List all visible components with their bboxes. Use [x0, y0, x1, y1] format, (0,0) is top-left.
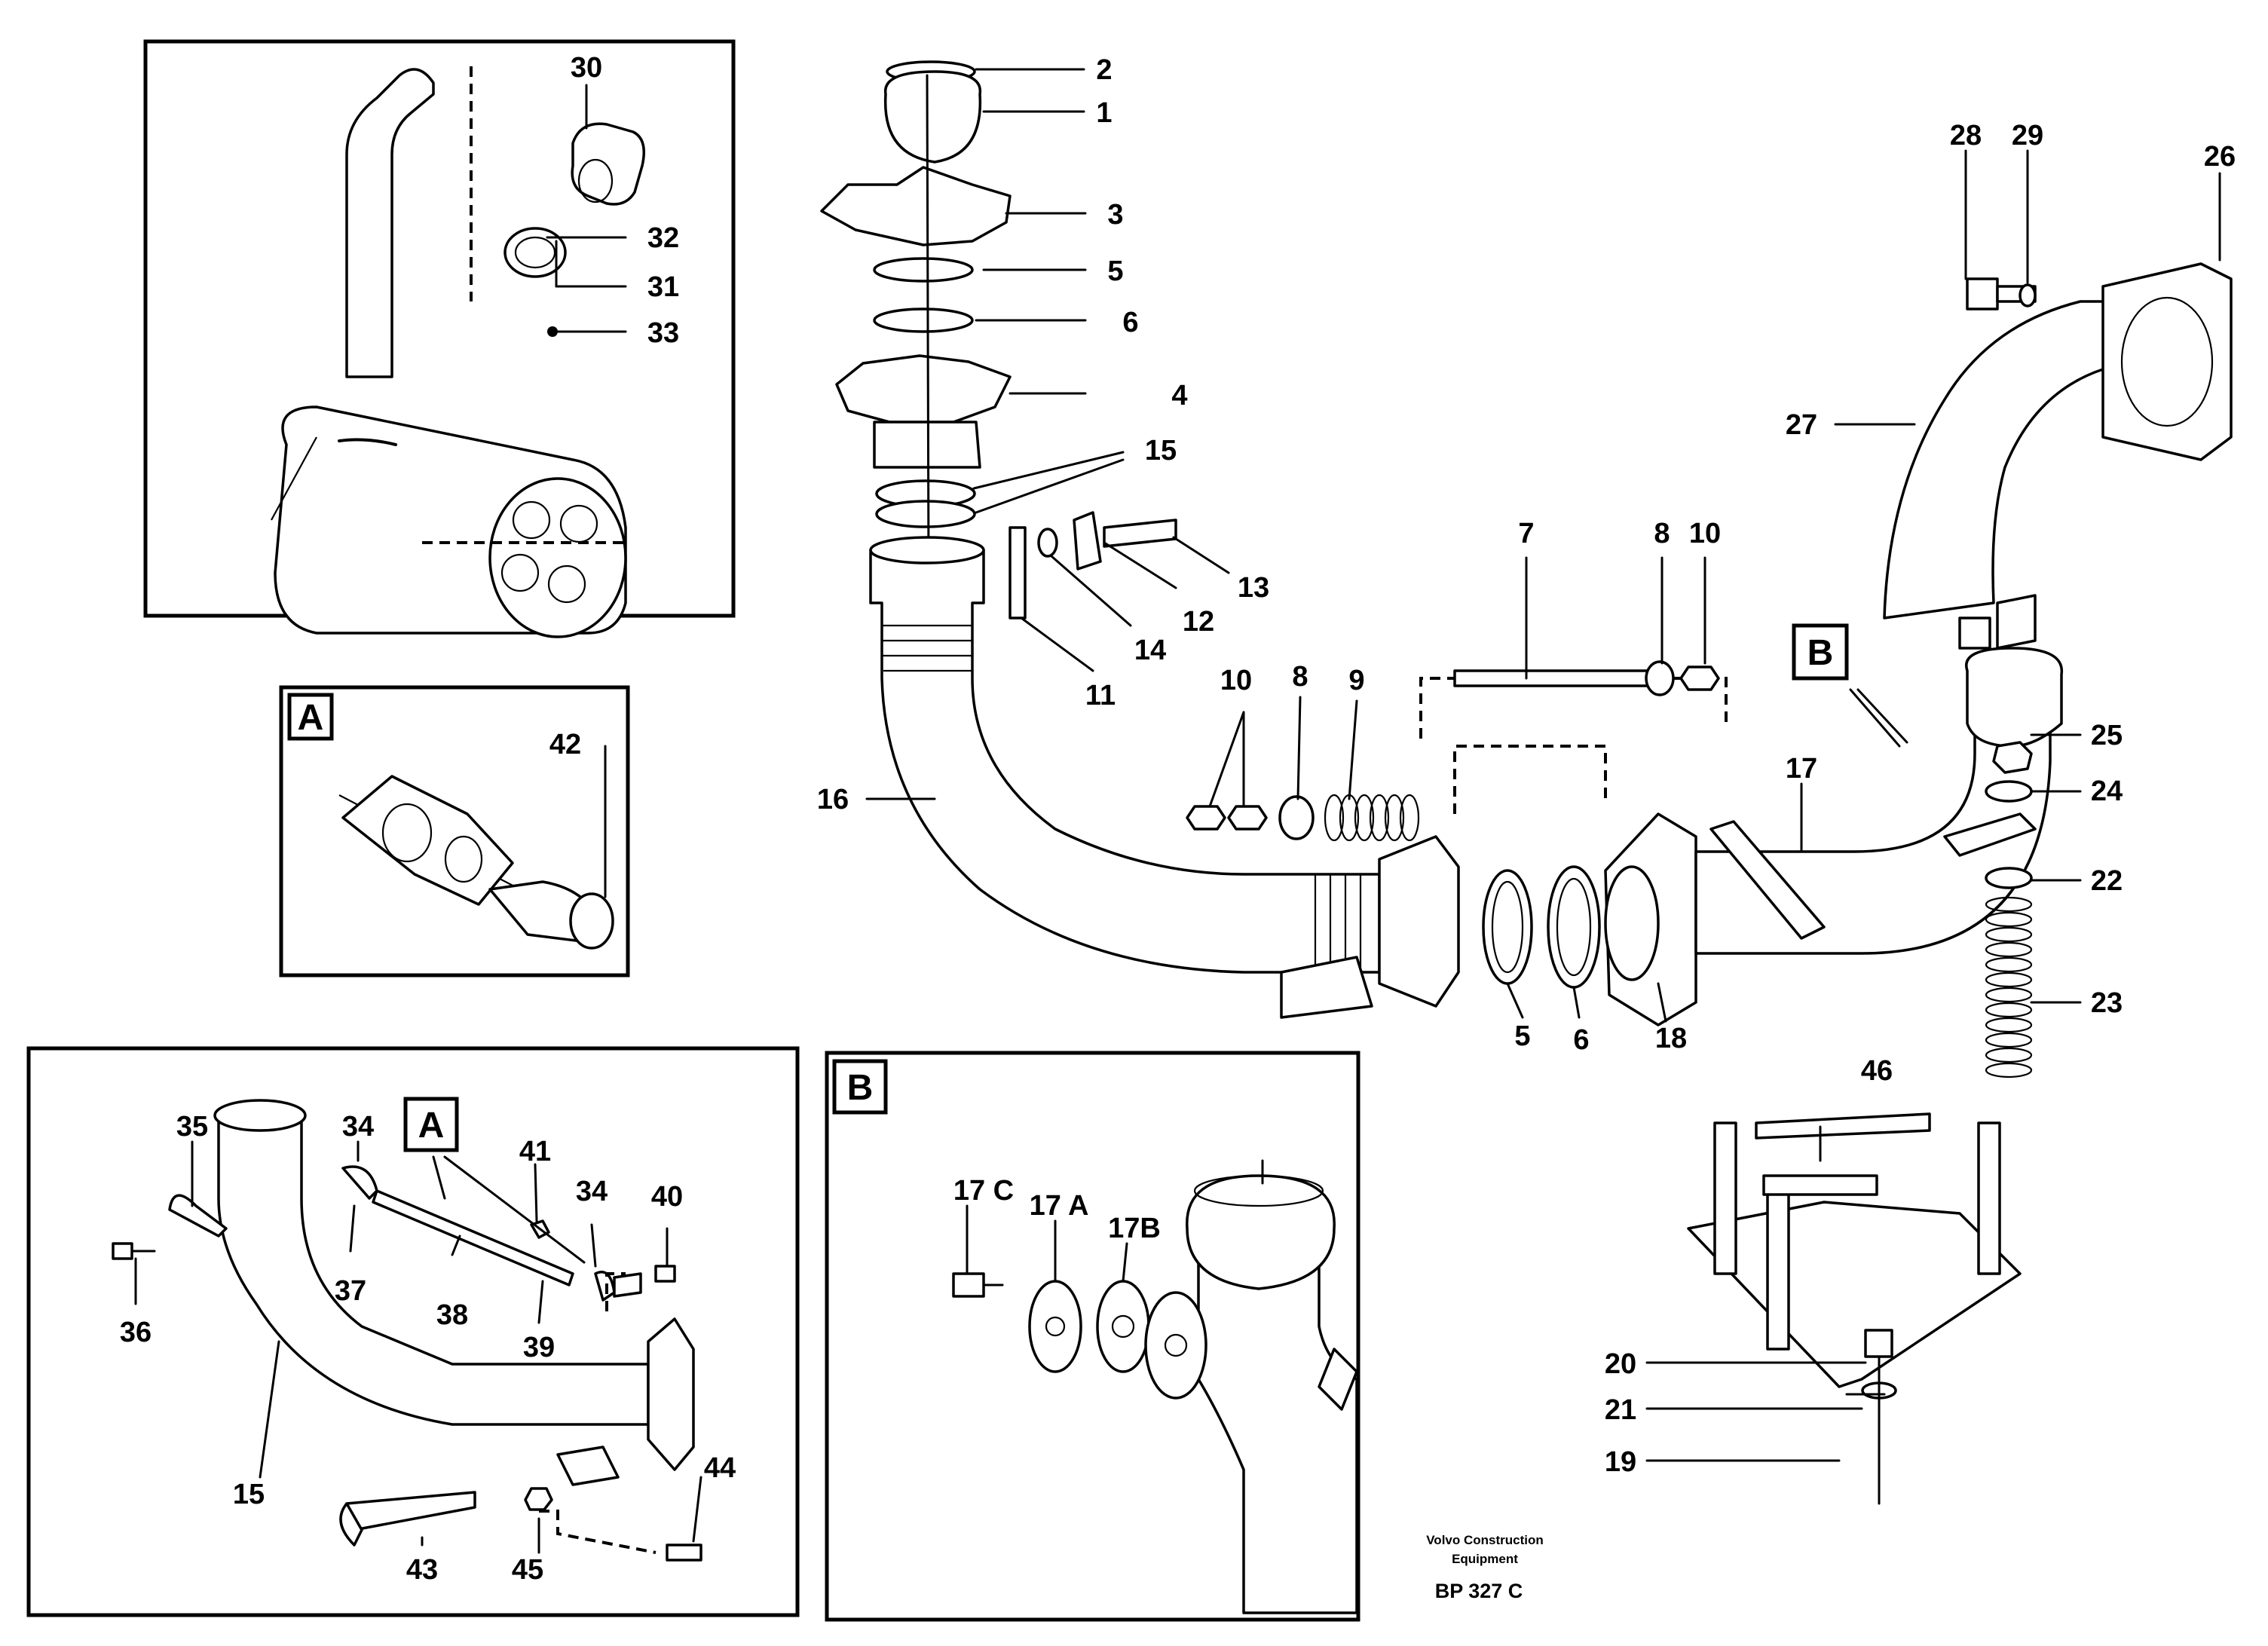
- leader-lines: [134, 68, 2221, 1554]
- part-label: 45: [512, 1554, 543, 1586]
- drawing-footer: Volvo Construction Equipment BP 327 C: [1426, 1533, 1544, 1602]
- part-label: 38: [436, 1299, 468, 1331]
- part-label: 27: [1786, 409, 1817, 441]
- part-label: 8: [1292, 661, 1308, 693]
- part-label: 1: [1096, 97, 1112, 129]
- part-label: 14: [1134, 635, 1166, 666]
- part-label: 41: [519, 1136, 551, 1167]
- part-label: 34: [576, 1176, 608, 1207]
- detail-a-frame: [279, 685, 630, 978]
- part-label: 33: [647, 317, 679, 349]
- part-label: 15: [1145, 435, 1177, 467]
- part-label: 6: [1122, 307, 1138, 338]
- part-label: 34: [342, 1111, 374, 1143]
- lower-left-detail-drawing: [112, 1099, 702, 1562]
- part-label: 13: [1238, 572, 1269, 604]
- part-label: 17 C: [953, 1175, 1014, 1207]
- part-label: 8: [1654, 518, 1670, 549]
- part-label: 17 A: [1030, 1190, 1089, 1222]
- part-label: 24: [2091, 776, 2123, 807]
- part-label: 17: [1786, 753, 1817, 785]
- part-label: 16: [817, 784, 849, 815]
- part-label: 17B: [1108, 1213, 1161, 1244]
- part-labels: 2 1 3 5 6 4 15 13 12 14 11 16 10 8 9 7 8…: [120, 52, 2236, 1586]
- part-label: 10: [1220, 665, 1252, 696]
- part-label: 11: [1085, 680, 1116, 711]
- part-label: 32: [647, 222, 679, 254]
- part-label: 43: [406, 1554, 438, 1586]
- part-label: 30: [571, 52, 602, 84]
- detail-b-frame: [825, 1051, 1360, 1622]
- part-label: 10: [1689, 518, 1721, 549]
- part-label: 4: [1171, 380, 1187, 412]
- part-label: 12: [1183, 606, 1214, 638]
- part-label: 44: [704, 1452, 736, 1484]
- part-label: 20: [1605, 1348, 1636, 1380]
- detail-b-callout: B: [1807, 633, 1834, 673]
- part-label: 7: [1518, 518, 1534, 549]
- part-label: 36: [120, 1317, 152, 1348]
- part-label: 31: [647, 271, 679, 303]
- part-label: 39: [523, 1332, 555, 1363]
- part-label: 5: [1514, 1020, 1530, 1052]
- part-label: 29: [2012, 120, 2043, 151]
- part-label: 18: [1655, 1023, 1687, 1054]
- part-label: 5: [1107, 255, 1123, 287]
- part-label: 22: [2091, 865, 2123, 897]
- part-label: 26: [2204, 141, 2236, 173]
- part-label: 19: [1605, 1446, 1636, 1478]
- detail-b-title: B: [847, 1068, 874, 1108]
- part-label: 15: [233, 1479, 265, 1510]
- part-label: 21: [1605, 1394, 1636, 1426]
- company-name-line1: Volvo Construction: [1426, 1533, 1544, 1547]
- company-name-line2: Equipment: [1452, 1552, 1518, 1566]
- part-label: 35: [176, 1111, 208, 1143]
- detail-a-drawing: [338, 775, 614, 950]
- detail-a-callout: A: [418, 1106, 445, 1146]
- drawing-code: BP 327 C: [1435, 1580, 1523, 1602]
- detail-markers: A B A B: [287, 623, 1849, 1152]
- detail-b-drawing: [952, 1159, 1358, 1614]
- part-label: 42: [549, 729, 581, 760]
- part-label: 6: [1573, 1024, 1589, 1056]
- detail-lower-left-frame: [26, 1046, 800, 1617]
- part-label: 28: [1950, 120, 1982, 151]
- part-label: 2: [1096, 54, 1112, 86]
- part-label: 40: [651, 1181, 683, 1213]
- part-label: 9: [1348, 665, 1364, 696]
- part-label: 46: [1861, 1055, 1893, 1087]
- main-pipe-assembly: [820, 60, 2233, 1505]
- detail-a-title: A: [298, 698, 324, 738]
- part-label: 25: [2091, 720, 2123, 751]
- part-label: 23: [2091, 987, 2123, 1019]
- muffler-drawing: [271, 66, 645, 638]
- part-label: 37: [335, 1275, 366, 1307]
- part-label: 3: [1107, 199, 1123, 231]
